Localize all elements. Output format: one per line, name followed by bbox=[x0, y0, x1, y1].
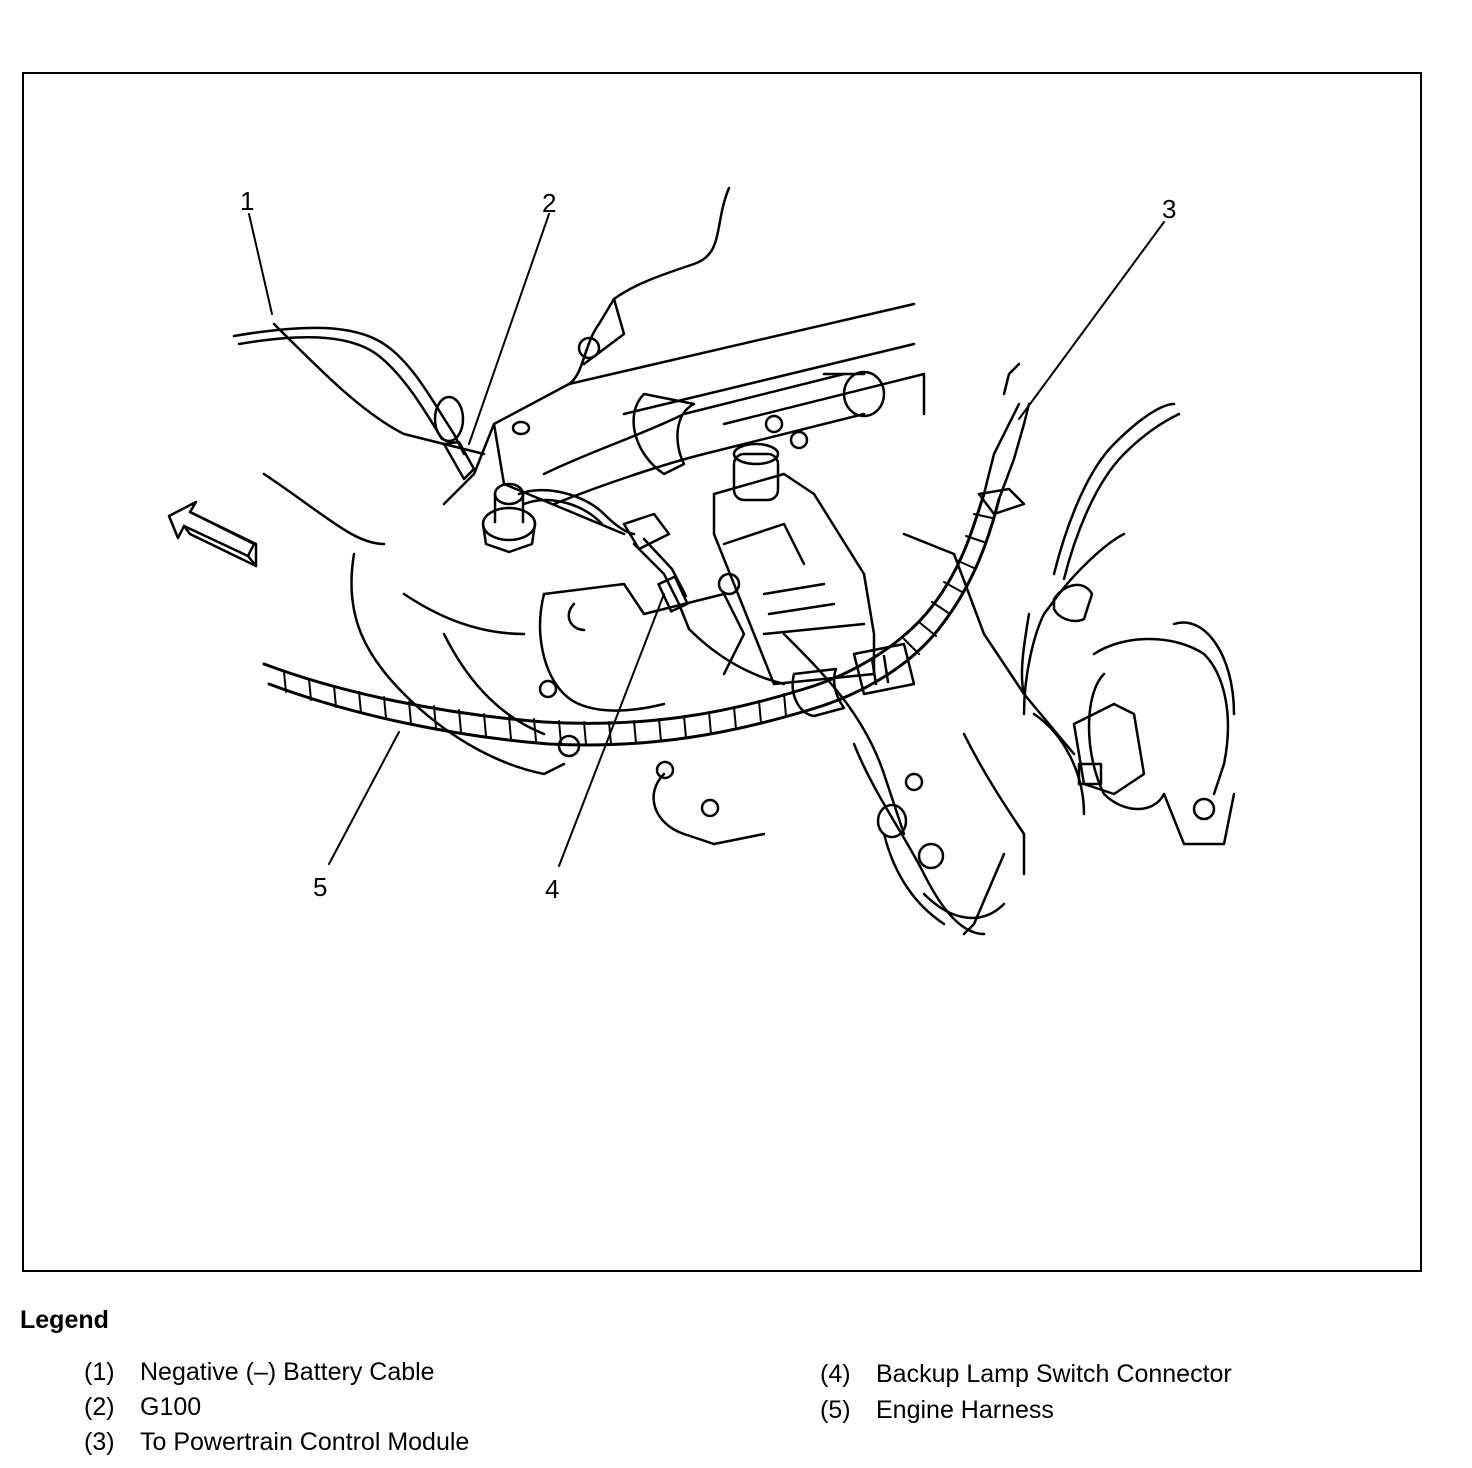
legend-item-number: (5) bbox=[820, 1396, 851, 1424]
harness-clip bbox=[791, 642, 916, 718]
leader-4 bbox=[558, 593, 665, 867]
legend-item-5: (5) Engine Harness bbox=[820, 1396, 1054, 1425]
legend-item-number: (4) bbox=[820, 1360, 851, 1388]
forward-arrow-icon bbox=[167, 500, 258, 568]
legend-item-number: (3) bbox=[84, 1428, 115, 1456]
legend-title: Legend bbox=[20, 1306, 109, 1334]
leader-2 bbox=[468, 213, 550, 445]
transmission-outline bbox=[262, 186, 1086, 936]
switch-block bbox=[712, 442, 876, 686]
leader-3 bbox=[1018, 221, 1165, 420]
engine-harness bbox=[262, 362, 1031, 747]
engine-harness-illustration: 1 2 3 4 5 bbox=[167, 186, 1236, 936]
legend-item-label: G100 bbox=[140, 1393, 202, 1421]
legend-item-number: (1) bbox=[84, 1358, 115, 1386]
callout-4: 4 bbox=[545, 874, 559, 904]
legend-item-label: Engine Harness bbox=[876, 1396, 1054, 1424]
ground-lead bbox=[517, 488, 671, 551]
negative-battery-cable bbox=[232, 326, 476, 481]
legend-item-number: (2) bbox=[84, 1393, 115, 1421]
callout-5: 5 bbox=[313, 872, 327, 902]
transmission-mount bbox=[1072, 621, 1236, 846]
legend-item-4: (4) Backup Lamp Switch Connector bbox=[820, 1360, 1232, 1389]
callout-1: 1 bbox=[240, 186, 254, 216]
legend-item-label: Negative (–) Battery Cable bbox=[140, 1358, 435, 1386]
legend-item-1: (1) Negative (–) Battery Cable bbox=[84, 1358, 435, 1387]
leader-5 bbox=[328, 731, 400, 865]
illustration-frame: 1 2 3 4 5 bbox=[22, 72, 1422, 1272]
leader-lines bbox=[248, 213, 1165, 867]
g100-bolt bbox=[481, 482, 537, 554]
legend-item-3: (3) To Powertrain Control Module bbox=[84, 1428, 469, 1457]
callout-2: 2 bbox=[542, 188, 556, 218]
shift-rod bbox=[542, 370, 886, 506]
legend-item-label: Backup Lamp Switch Connector bbox=[876, 1360, 1232, 1388]
callout-3: 3 bbox=[1162, 194, 1176, 224]
legend-item-2: (2) G100 bbox=[84, 1393, 201, 1422]
right-wiring bbox=[1020, 402, 1181, 716]
harness-wrap-rings bbox=[283, 513, 993, 745]
backup-lamp-connector bbox=[538, 537, 786, 712]
legend-item-label: To Powertrain Control Module bbox=[140, 1428, 470, 1456]
bolt-heads bbox=[511, 336, 945, 870]
leader-1 bbox=[248, 213, 273, 315]
